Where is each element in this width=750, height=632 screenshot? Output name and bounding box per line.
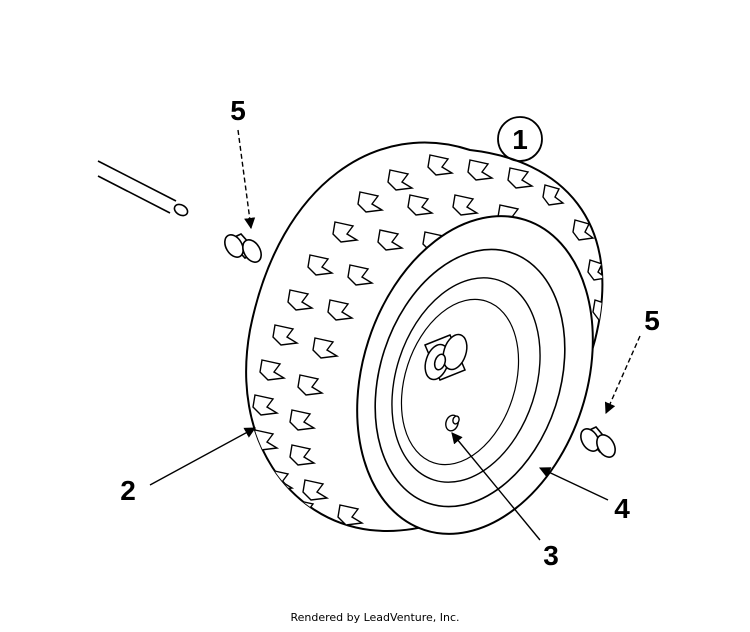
hub xyxy=(424,333,468,381)
tire-tread xyxy=(252,154,603,526)
leader-5-top xyxy=(237,129,256,230)
axle-shaft xyxy=(97,160,189,217)
spacer-right xyxy=(580,426,616,458)
callout-4: 4 xyxy=(614,493,630,524)
leader-3 xyxy=(451,432,541,541)
callout-5-top: 5 xyxy=(230,95,246,126)
spacer-top xyxy=(224,233,262,263)
footer-credit: Rendered by LeadVenture, Inc. xyxy=(290,611,460,624)
rim xyxy=(356,215,594,535)
callout-5-right: 5 xyxy=(644,305,660,336)
leader-4 xyxy=(538,467,609,501)
callout-1: 1 xyxy=(512,124,528,155)
callout-2: 2 xyxy=(120,475,136,506)
callout-3: 3 xyxy=(543,540,559,571)
leader-lines xyxy=(149,129,641,541)
leader-5-right xyxy=(604,335,641,415)
leader-2 xyxy=(149,427,256,486)
callout-1-circle xyxy=(497,116,543,162)
valve-stem xyxy=(445,414,460,432)
